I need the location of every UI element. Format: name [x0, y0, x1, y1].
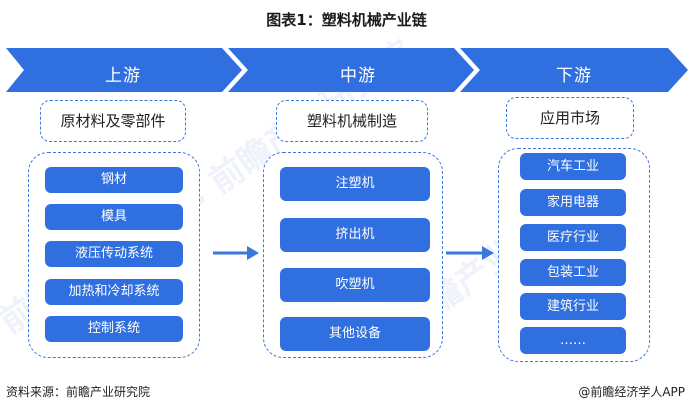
downstream-panel — [498, 148, 650, 362]
downstream-item: 包装工业 — [520, 259, 626, 286]
stage-chevron-midstream — [228, 48, 474, 92]
downstream-item: 建筑行业 — [520, 293, 626, 320]
flow-arrow-icon — [446, 246, 494, 260]
upstream-item: 钢材 — [45, 167, 183, 193]
stage-label-midstream: 中游 — [340, 66, 376, 86]
midstream-item: 吹塑机 — [280, 268, 430, 302]
upstream-item: 液压传动系统 — [45, 241, 183, 267]
midstream-header: 塑料机械制造 — [276, 100, 428, 142]
midstream-item: 注塑机 — [280, 167, 430, 201]
downstream-item: 家用电器 — [520, 189, 626, 216]
stage-chevron-downstream — [460, 48, 688, 92]
stage-chevron-upstream — [6, 48, 242, 92]
flow-arrow-icon — [213, 246, 259, 260]
upstream-item: 模具 — [45, 204, 183, 230]
downstream-item: 汽车工业 — [520, 153, 626, 180]
downstream-item: …… — [520, 327, 626, 354]
midstream-item: 其他设备 — [280, 317, 430, 351]
upstream-item: 控制系统 — [45, 316, 183, 342]
page-title: 图表1：塑料机械产业链 — [266, 11, 427, 29]
upstream-item: 加热和冷却系统 — [45, 279, 183, 305]
upstream-header: 原材料及零部件 — [40, 100, 186, 142]
stage-banner — [6, 48, 688, 92]
brand-credit: @前瞻经济学人APP — [578, 385, 685, 399]
stage-label-upstream: 上游 — [105, 66, 141, 86]
downstream-item: 医疗行业 — [520, 224, 626, 251]
stage-label-downstream: 下游 — [556, 66, 592, 86]
midstream-item: 挤出机 — [280, 218, 430, 252]
downstream-header: 应用市场 — [506, 97, 634, 139]
source-note: 资料来源：前瞻产业研究院 — [6, 385, 151, 399]
